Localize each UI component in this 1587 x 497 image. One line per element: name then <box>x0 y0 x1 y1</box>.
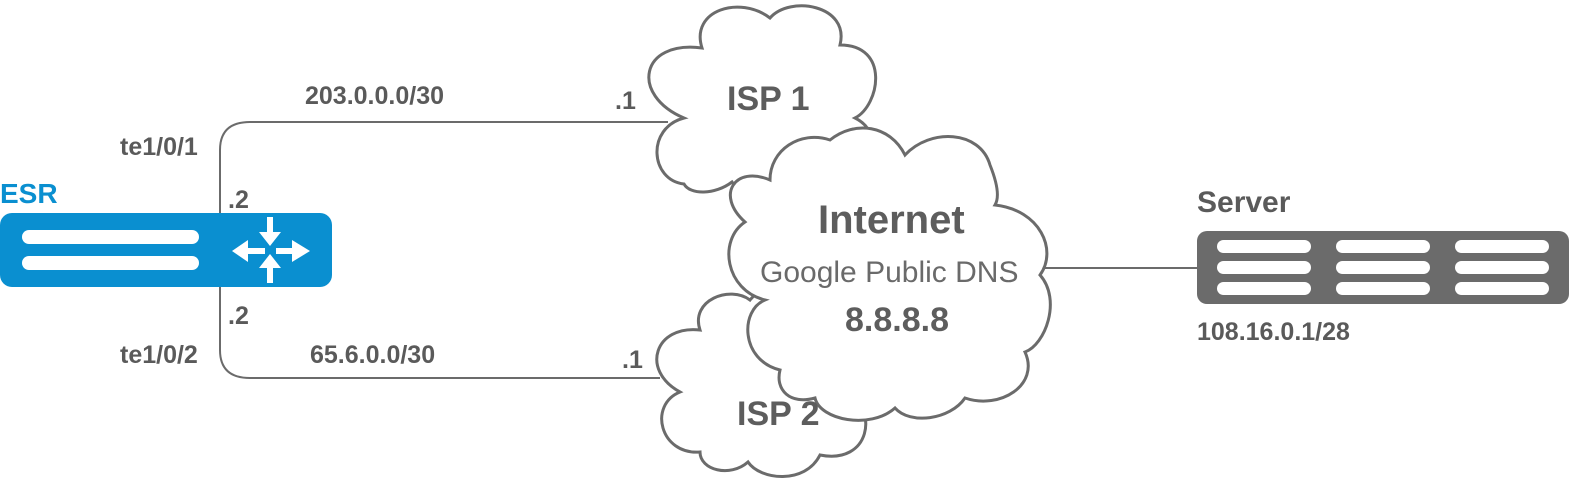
link-line-isp2 <box>219 287 660 379</box>
server-title: Server <box>1197 186 1291 219</box>
cloud-internet <box>727 126 1052 422</box>
isp1-network-label: 203.0.0.0/30 <box>305 82 445 110</box>
isp1-interface-label: te1/0/1 <box>120 133 198 161</box>
isp2-remote-host-label: .1 <box>622 346 643 374</box>
isp2-cloud-label: ISP 2 <box>737 395 820 433</box>
esr-port-1 <box>22 230 199 244</box>
internet-cloud-label: Internet <box>818 198 965 242</box>
esr-port-2 <box>22 256 199 270</box>
isp2-interface-label: te1/0/2 <box>120 341 198 369</box>
server-address-label: 108.16.0.1/28 <box>1197 318 1350 346</box>
isp2-local-host-label: .2 <box>228 302 249 330</box>
esr-title: ESR <box>0 178 58 209</box>
link-line-isp1 <box>219 121 668 215</box>
isp2-network-label: 65.6.0.0/30 <box>310 341 436 369</box>
isp1-local-host-label: .2 <box>228 186 249 214</box>
internet-address-label: 8.8.8.8 <box>845 301 949 339</box>
isp1-cloud-label: ISP 1 <box>727 80 810 118</box>
internet-service-label: Google Public DNS <box>760 256 1019 289</box>
server-drive-bays <box>1217 240 1549 295</box>
isp1-remote-host-label: .1 <box>615 87 636 115</box>
router-arrows-icon <box>232 217 310 283</box>
